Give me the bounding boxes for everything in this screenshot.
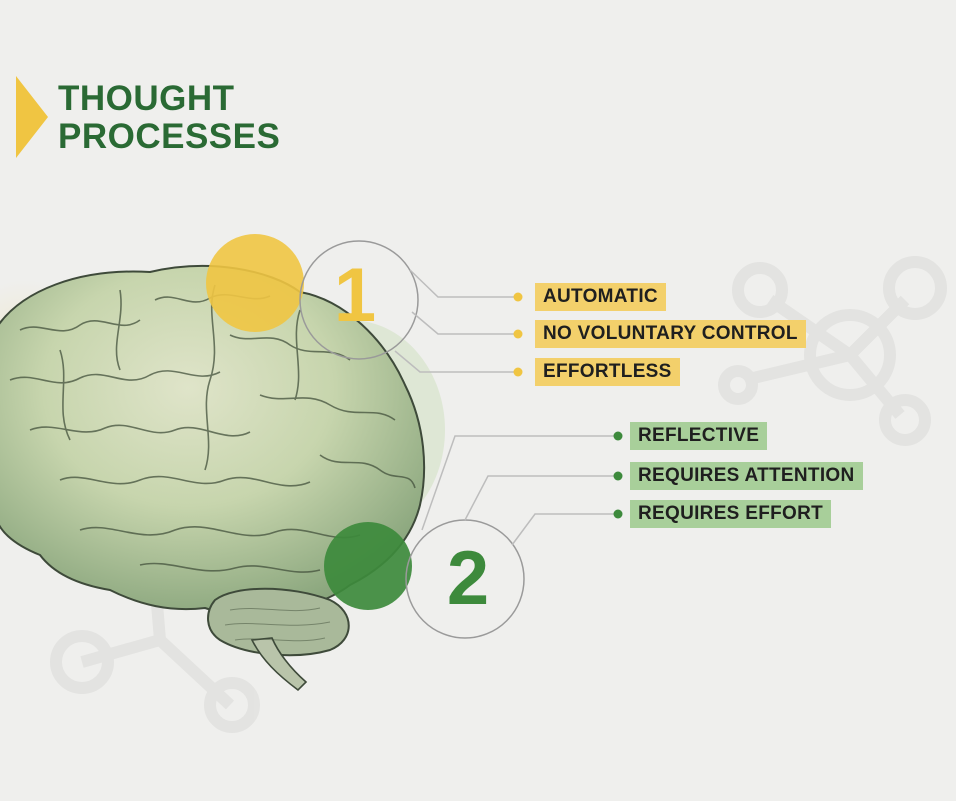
system1-label-effortless: EFFORTLESS: [535, 358, 680, 386]
system2-label-reflective: REFLECTIVE: [630, 422, 768, 450]
molecule-network-icon: [718, 256, 947, 446]
title-line-1: THOUGHT: [58, 79, 235, 118]
system1-number: 1: [333, 253, 377, 338]
title-arrow-icon: [16, 76, 48, 158]
page-title: THOUGHT PROCESSES: [58, 80, 280, 156]
system2-connectors: [421, 435, 618, 546]
system2-label-requires-attention: REQUIRES ATTENTION: [630, 462, 863, 490]
system1-number-circle: [299, 240, 419, 360]
system1-connector-dots: [513, 292, 523, 377]
system2-accent-circle: [324, 522, 412, 610]
system2-label-requires-effort: REQUIRES EFFORT: [630, 500, 832, 528]
system1-connectors: [394, 269, 518, 373]
system2-connector-dots: [613, 431, 623, 519]
system2-number: 2: [446, 536, 490, 621]
system1-accent-circle: [206, 234, 304, 332]
system1-label-no-voluntary-control: NO VOLUNTARY CONTROL: [535, 320, 806, 348]
title-block: THOUGHT PROCESSES: [16, 76, 346, 160]
system1-label-automatic: AUTOMATIC: [535, 283, 666, 311]
title-line-2: PROCESSES: [58, 117, 281, 156]
